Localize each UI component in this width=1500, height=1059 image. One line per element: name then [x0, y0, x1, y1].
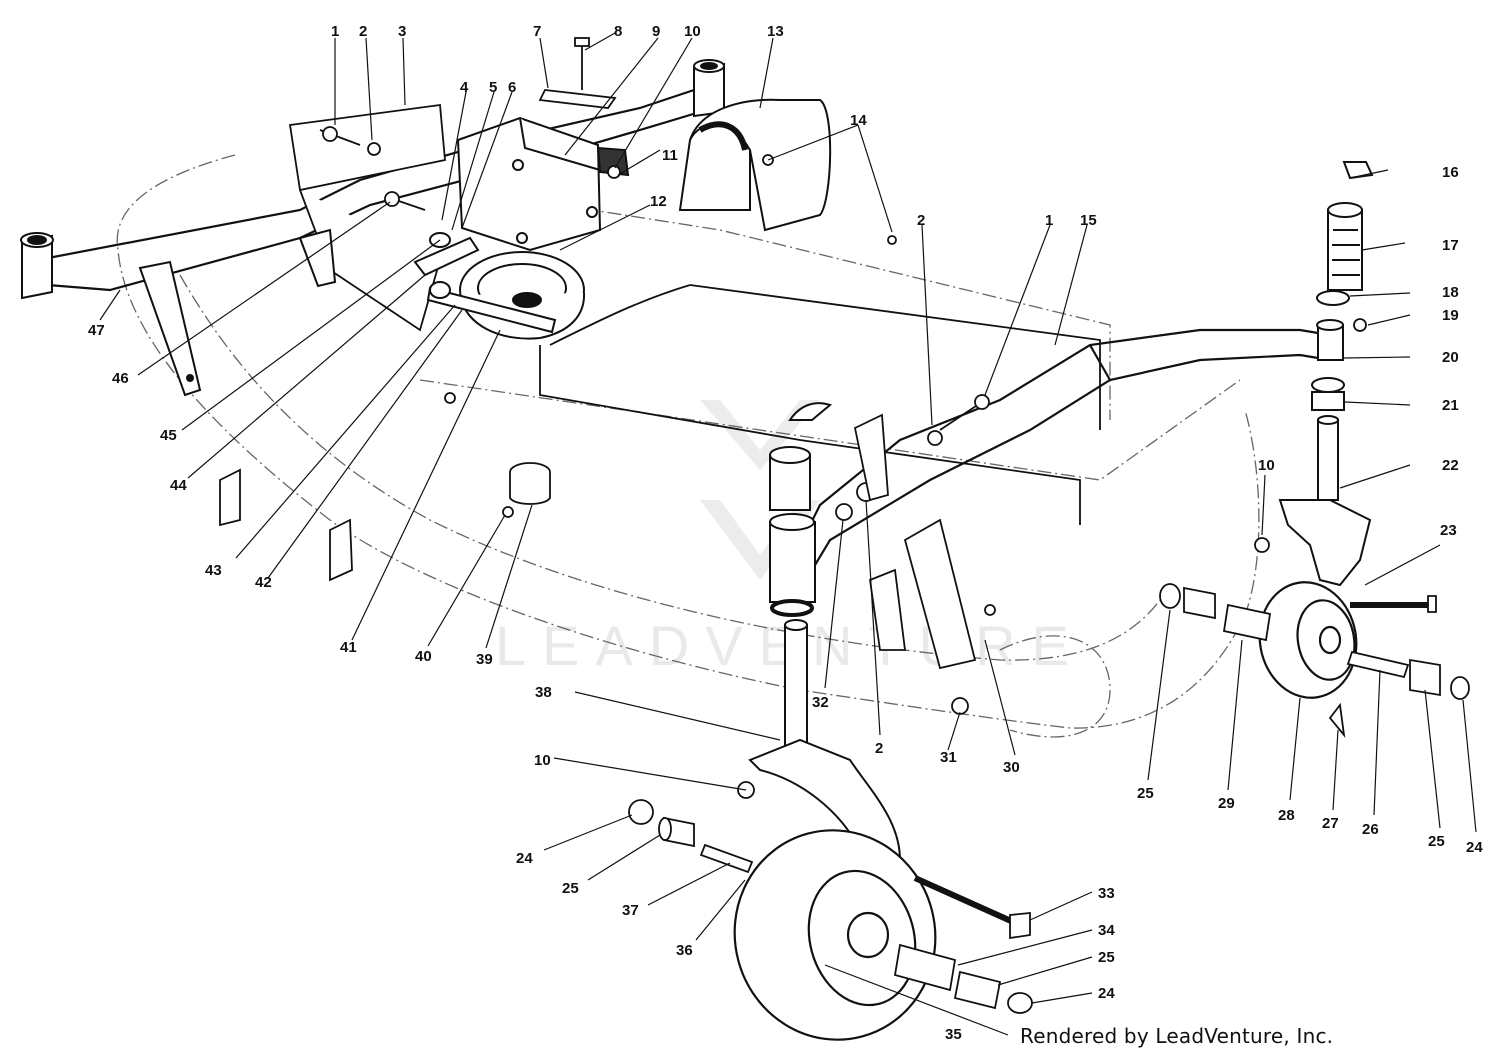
callout-46: 46 [112, 370, 129, 387]
callout-11: 11 [662, 147, 678, 164]
callout-24: 24 [516, 850, 533, 867]
callout-47: 47 [88, 322, 105, 339]
callout-40: 40 [415, 648, 432, 665]
callout-2: 2 [917, 212, 925, 229]
callout-26: 26 [1362, 821, 1379, 838]
rubber-damper [509, 462, 551, 505]
callout-2: 2 [359, 23, 367, 40]
callout-45: 45 [160, 427, 177, 444]
rear-pivot-bushing [693, 59, 725, 118]
callout-5: 5 [489, 79, 497, 96]
callout-1: 1 [1045, 212, 1053, 229]
callout-21: 21 [1442, 397, 1459, 414]
callout-24: 24 [1098, 985, 1115, 1002]
front-axle-parts [628, 799, 1033, 1014]
callout-22: 22 [1442, 457, 1459, 474]
belt-guard [678, 98, 832, 232]
callout-27: 27 [1322, 815, 1339, 832]
idler-arm [413, 232, 557, 334]
callout-38: 38 [535, 684, 552, 701]
callout-16: 16 [1442, 164, 1459, 181]
callout-25: 25 [1137, 785, 1154, 802]
callout-36: 36 [676, 942, 693, 959]
callout-25: 25 [1428, 833, 1445, 850]
callout-3: 3 [398, 23, 406, 40]
rear-axle-parts [1159, 583, 1470, 739]
callout-25: 25 [562, 880, 579, 897]
deck-plate [539, 284, 1101, 525]
callout-4: 4 [460, 79, 469, 96]
front-caster-spindle [769, 402, 833, 771]
callout-30: 30 [1003, 759, 1020, 776]
callout-1: 1 [331, 23, 339, 40]
callout-14: 14 [850, 112, 867, 129]
callout-37: 37 [622, 902, 639, 919]
hardware-bolts-nuts [319, 37, 1367, 799]
callout-35: 35 [945, 1026, 962, 1043]
rear-caster-spindle [1311, 161, 1374, 501]
callout-12: 12 [650, 193, 667, 210]
callout-10: 10 [684, 23, 701, 40]
callout-34: 34 [1098, 922, 1115, 939]
left-pivot-bushing [20, 232, 54, 300]
callout-7: 7 [533, 23, 541, 40]
callout-2: 2 [875, 740, 883, 757]
callout-28: 28 [1278, 807, 1295, 824]
credit-footer: Rendered by LeadVenture, Inc. [1020, 1024, 1334, 1048]
callout-43: 43 [205, 562, 222, 579]
callout-41: 41 [340, 639, 357, 656]
callout-20: 20 [1442, 349, 1459, 366]
callout-18: 18 [1442, 284, 1459, 301]
callout-8: 8 [614, 23, 622, 40]
spindle-pulley [459, 251, 586, 340]
deck-side-brackets [219, 413, 977, 670]
callout-10: 10 [534, 752, 551, 769]
watermark-text: LEADVENTURE [495, 614, 1085, 677]
callout-10: 10 [1258, 457, 1275, 474]
callout-29: 29 [1218, 795, 1235, 812]
callout-9: 9 [652, 23, 660, 40]
callout-24: 24 [1466, 839, 1483, 856]
callout-17: 17 [1442, 237, 1459, 254]
callout-6: 6 [508, 79, 516, 96]
callout-44: 44 [170, 477, 187, 494]
callout-42: 42 [255, 574, 272, 591]
callout-39: 39 [476, 651, 493, 668]
callout-19: 19 [1442, 307, 1459, 324]
callout-labels: 1 2 3 4 5 6 7 8 9 10 11 12 13 14 2 1 15 … [88, 23, 1483, 1043]
callout-15: 15 [1080, 212, 1097, 229]
rear-caster-fork [1278, 499, 1372, 587]
front-caster-wheel [733, 829, 937, 1041]
rear-caster-wheel [1258, 581, 1358, 699]
gearbox [456, 116, 630, 252]
leader-lines [99, 32, 1477, 1036]
callout-25: 25 [1098, 949, 1115, 966]
callout-23: 23 [1440, 522, 1457, 539]
callout-13: 13 [767, 23, 784, 40]
callout-32: 32 [812, 694, 829, 711]
callout-31: 31 [940, 749, 957, 766]
callout-33: 33 [1098, 885, 1115, 902]
